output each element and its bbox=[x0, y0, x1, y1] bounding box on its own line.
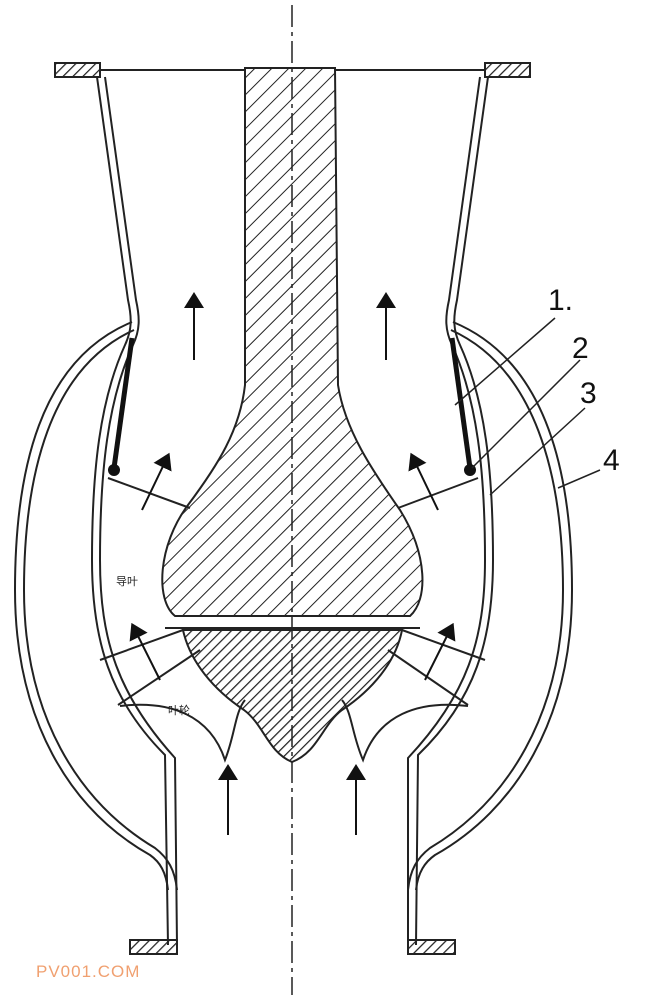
arrow-diagonal-icon bbox=[424, 622, 456, 681]
flap-valve-right bbox=[449, 337, 473, 469]
bottom-right-flange bbox=[407, 939, 456, 955]
arrow-diagonal-icon bbox=[141, 452, 172, 511]
leader-lines bbox=[454, 317, 601, 496]
part-label-1: 1. bbox=[548, 284, 573, 317]
hinge-left bbox=[108, 464, 120, 476]
outer-casing-4 bbox=[13, 321, 574, 891]
top-right-flange bbox=[484, 62, 531, 78]
guide-vane-label: 导叶 bbox=[116, 575, 138, 588]
flap-valve-left bbox=[111, 337, 135, 469]
arrow-diagonal-icon bbox=[129, 622, 161, 681]
part-label-4: 4 bbox=[603, 444, 620, 477]
flow-arrows bbox=[129, 292, 456, 835]
arrow-diagonal-icon bbox=[408, 452, 439, 511]
top-left-flange bbox=[54, 62, 101, 78]
part-label-3: 3 bbox=[580, 377, 597, 410]
part-label-2: 2 bbox=[572, 332, 589, 365]
watermark: PV001.COM bbox=[36, 962, 141, 981]
guide-vanes bbox=[107, 337, 479, 509]
bottom-left-flange bbox=[129, 939, 178, 955]
impeller-label: 叶轮 bbox=[168, 703, 190, 717]
